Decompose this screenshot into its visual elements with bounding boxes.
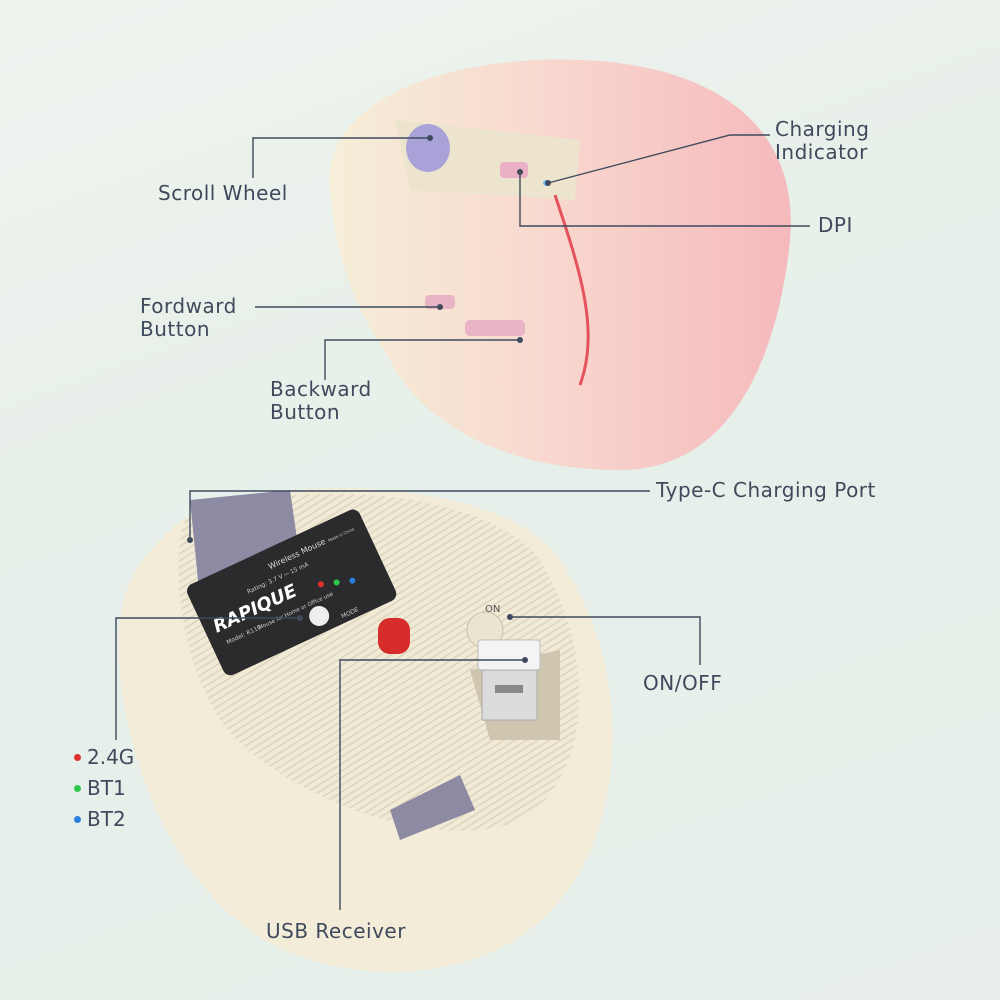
bottom-mouse: RAPIQUE Wireless Mouse Rating: 3.7 V ⎓ 1… xyxy=(118,488,613,972)
mode-button xyxy=(309,605,330,626)
scroll-wheel-label: Scroll Wheel xyxy=(158,181,288,205)
mode-legend-bt1: BT1 xyxy=(74,776,126,800)
scroll-wheel xyxy=(406,124,450,172)
red-dot-icon xyxy=(74,753,81,761)
blue-dot-icon xyxy=(74,815,81,823)
dpi-label: DPI xyxy=(818,213,853,237)
on-text: ON xyxy=(485,604,500,615)
product-label: RAPIQUE Wireless Mouse Rating: 3.7 V ⎓ 1… xyxy=(187,509,397,676)
type-c-port-label: Type-C Charging Port xyxy=(656,478,876,502)
leader-lines xyxy=(115,134,810,910)
mode-label: 2.4G xyxy=(87,745,135,769)
forward-button xyxy=(425,295,455,309)
mode-label: BT1 xyxy=(87,776,126,800)
sensor xyxy=(378,618,410,654)
mode-legend-bt2: BT2 xyxy=(74,807,126,831)
mode-legend-2-4g: 2.4G xyxy=(74,745,134,769)
green-dot-icon xyxy=(74,784,81,792)
forward-button-label: Fordward Button xyxy=(140,294,237,341)
on-off-label: ON/OFF xyxy=(643,671,723,695)
backward-button-label: Backward Button xyxy=(270,377,372,424)
dpi-button xyxy=(500,162,528,178)
backward-button xyxy=(465,320,525,336)
usb-receiver xyxy=(477,639,541,671)
usb-receiver-label: USB Receiver xyxy=(266,919,406,943)
top-mouse xyxy=(329,59,791,470)
mode-label: BT2 xyxy=(87,807,126,831)
charging-indicator-label: Charging Indicator xyxy=(775,117,870,164)
